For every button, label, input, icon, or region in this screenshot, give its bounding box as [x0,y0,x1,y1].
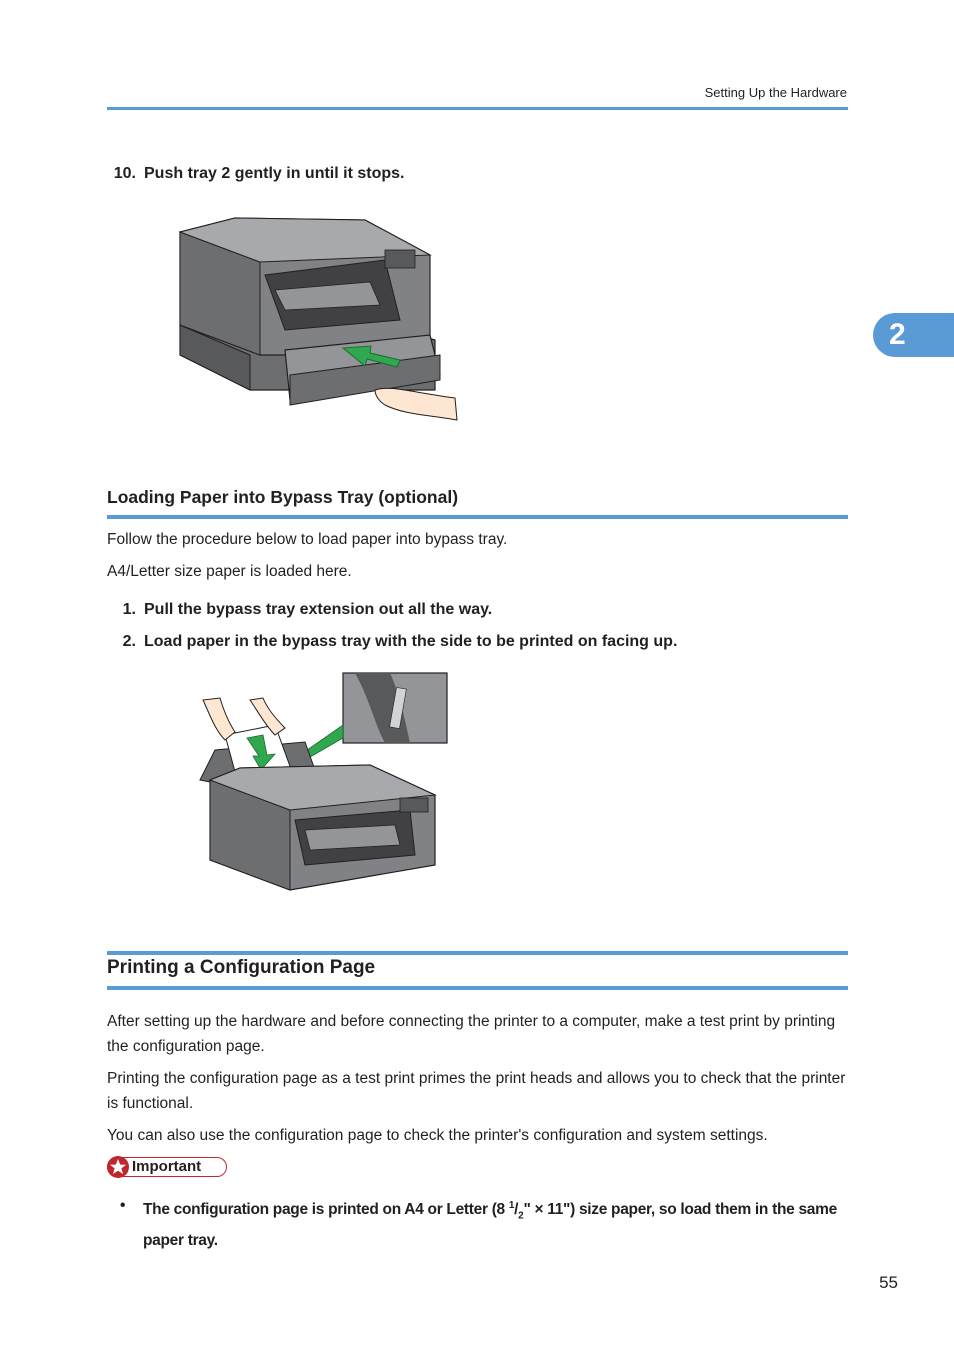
step-text: Load paper in the bypass tray with the s… [144,633,678,650]
config-paragraph-3: You can also use the configuration page … [107,1127,768,1144]
chapter-number: 2 [889,318,906,351]
step-number: 2. [122,633,136,650]
bullet-text-before: The configuration page is printed on A4 … [143,1201,509,1219]
printer-push-tray-illustration [178,217,458,421]
step-10: 10. Push tray 2 gently in until it stops. [100,165,405,183]
important-label: Important [132,1158,202,1175]
important-callout: Important [107,1156,227,1178]
running-header: Setting Up the Hardware [704,85,847,100]
chapter-tab: 2 [873,313,954,357]
bypass-intro: Follow the procedure below to load paper… [107,531,508,548]
config-paragraph-2: Printing the configuration page as a tes… [107,1070,846,1112]
step-text: Pull the bypass tray extension out all t… [144,601,493,618]
bullet-item: The configuration page is printed on A4 … [143,1193,853,1253]
step-text: Push tray 2 gently in until it stops. [144,165,405,182]
bypass-step-1: 1. Pull the bypass tray extension out all… [100,601,493,619]
config-section-rule-bottom [107,986,848,990]
page-number: 55 [879,1273,898,1292]
config-section-rule-top [107,951,848,955]
header-rule [107,107,848,110]
fraction-numerator: 1 [508,1200,515,1211]
config-section-heading: Printing a Configuration Page [107,957,376,978]
fraction-denominator: 2 [518,1210,524,1222]
bypass-section-heading: Loading Paper into Bypass Tray (optional… [107,487,459,507]
star-icon [107,1156,129,1178]
config-paragraph-1: After setting up the hardware and before… [107,1013,836,1055]
bullet-dot: • [120,1197,126,1214]
bypass-tray-loading-illustration [199,672,448,891]
bypass-section-rule [107,515,848,519]
fraction-slash: / [514,1201,519,1219]
bullet-text-after: " × 11") size paper, so load them in the… [143,1201,837,1250]
bypass-step-2: 2. Load paper in the bypass tray with the… [100,633,678,651]
step-number: 10. [113,165,136,182]
step-number: 1. [122,601,136,618]
bypass-note: A4/Letter size paper is loaded here. [107,563,352,580]
